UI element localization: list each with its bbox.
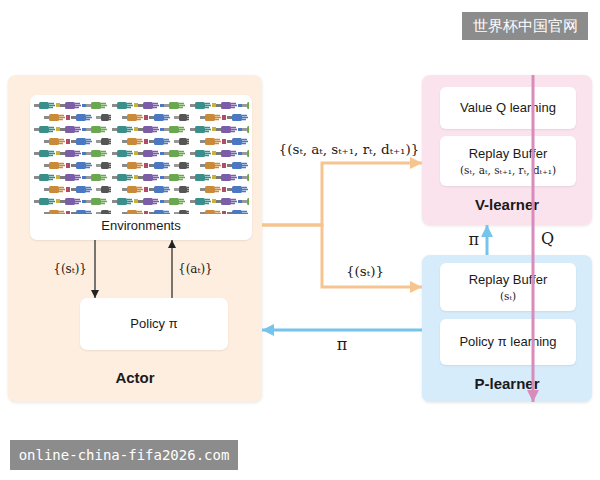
flow-arrow bbox=[94, 240, 95, 298]
box-text: Environments bbox=[101, 217, 180, 235]
process-box: Policy π bbox=[80, 298, 228, 350]
box-formula: (sₜ) bbox=[500, 289, 516, 303]
group-box: P-learner Replay Buffer(sₜ) Policy π learn… bbox=[422, 255, 592, 402]
process-box: Policy π learning bbox=[440, 319, 576, 365]
process-box: Replay Buffer(sₜ) bbox=[440, 263, 576, 311]
flow-arrow bbox=[532, 75, 535, 402]
group-title: P-learner bbox=[422, 374, 592, 394]
edge-label: {(sₜ, aₜ, sₜ₊₁, rₜ, dₜ₊₁)} bbox=[279, 141, 420, 157]
box-text: Policy π learning bbox=[459, 333, 556, 351]
flow-arrow bbox=[262, 329, 422, 332]
box-formula: (sₜ, aₜ, sₜ₊₁, rₜ, dₜ₊₁) bbox=[460, 163, 556, 177]
environment-grid bbox=[33, 99, 249, 214]
flow-arrow bbox=[171, 240, 172, 298]
box-text: Replay Buffer bbox=[469, 145, 548, 163]
group-box: Actor EnvironmentsPolicy π bbox=[8, 75, 262, 402]
group-title: Actor bbox=[8, 368, 262, 388]
box-text: Replay Buffer bbox=[469, 271, 548, 289]
flow-arrow bbox=[262, 163, 422, 225]
edge-label: π bbox=[337, 335, 348, 354]
edge-label: {(sₜ)} bbox=[346, 263, 384, 279]
flow-arrow bbox=[486, 225, 489, 255]
process-box: Value Q learning bbox=[440, 87, 576, 129]
group-title: V-learner bbox=[422, 195, 592, 215]
process-box: Environments bbox=[30, 95, 252, 240]
process-box: Replay Buffer(sₜ, aₜ, sₜ₊₁, rₜ, dₜ₊₁) bbox=[440, 136, 576, 186]
watermark: online-china-fifa2026.com bbox=[10, 440, 238, 470]
box-text: Value Q learning bbox=[460, 99, 556, 117]
watermark: 世界杯中国官网 bbox=[462, 12, 588, 40]
edge-label: π bbox=[468, 230, 479, 249]
flow-arrow bbox=[262, 225, 422, 287]
box-text: Policy π bbox=[130, 315, 177, 333]
edge-label: Q bbox=[541, 229, 554, 248]
group-box: V-learner Value Q learningReplay Buffer(s… bbox=[422, 75, 592, 225]
